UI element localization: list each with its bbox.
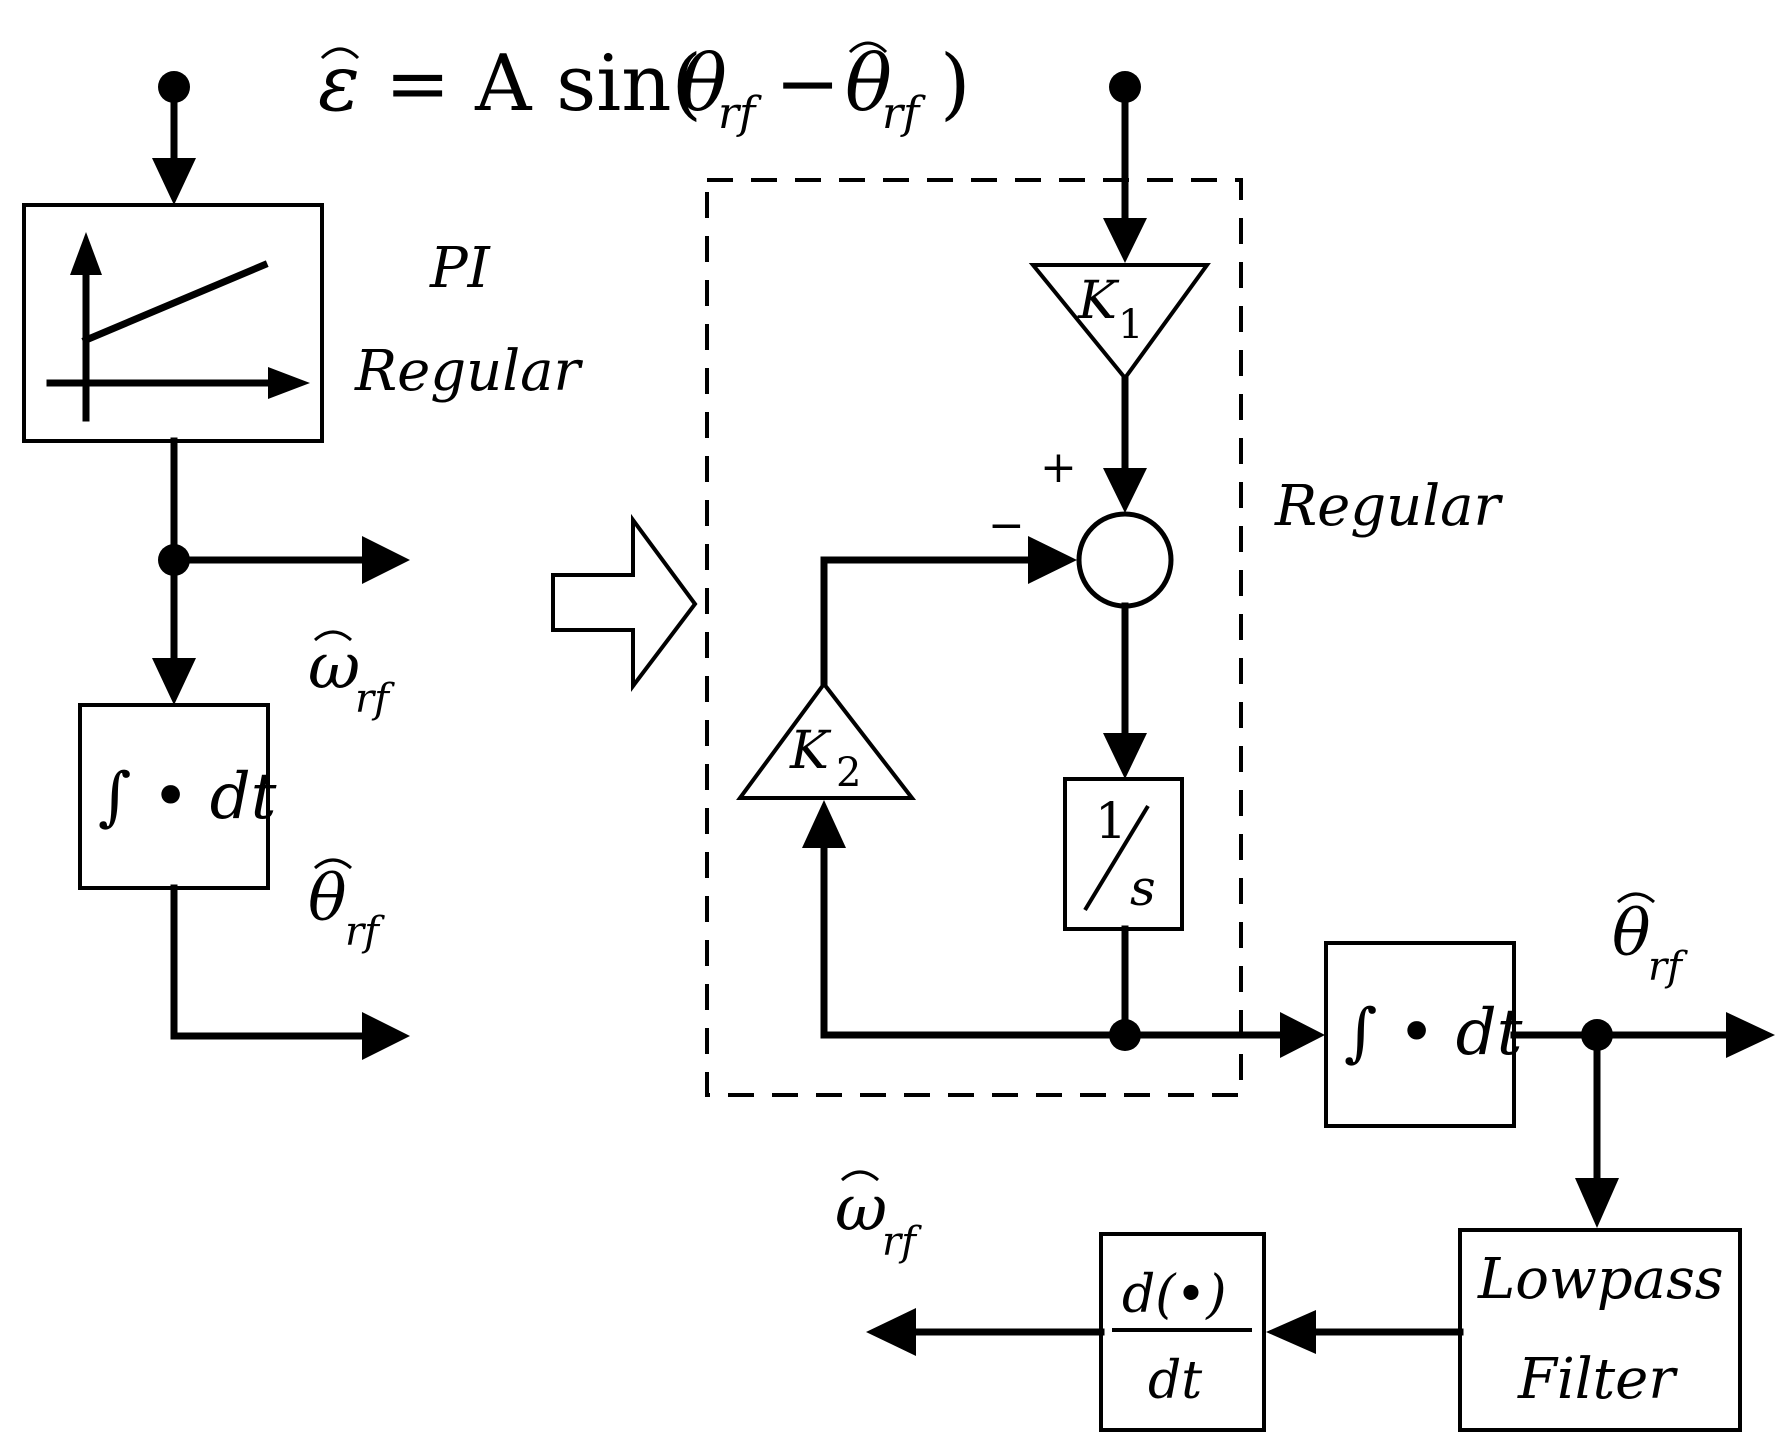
equation-close: ) — [940, 39, 970, 129]
equation-rest: = A sin( — [385, 39, 702, 129]
arrow-into-k2 — [802, 800, 846, 848]
arrow-into-summer-top — [1103, 468, 1147, 513]
left-omega-symbol: ω — [308, 630, 360, 704]
equation-theta-sub: rf — [718, 88, 762, 139]
right-theta-symbol: θ — [1612, 897, 1651, 971]
equation-theta-hat-sub: rf — [882, 88, 926, 139]
right-theta-hat-arc — [1617, 892, 1655, 904]
one-over-s-den: s — [1130, 859, 1156, 917]
right-omega-sub: rf — [882, 1219, 922, 1265]
right-integrator-block — [1324, 941, 1516, 1128]
derivative-num: d(•) — [1122, 1265, 1227, 1325]
arrow-into-pi — [152, 158, 196, 205]
arrow-into-summer-left — [1028, 536, 1077, 584]
one-over-s-slash — [1083, 804, 1150, 912]
summing-junction — [1076, 511, 1174, 609]
arrow-into-lowpass — [1575, 1178, 1619, 1228]
left-theta-hat-arc — [314, 858, 352, 870]
one-over-s-block — [1063, 777, 1184, 931]
right-omega-hat-arc — [841, 1170, 879, 1182]
right-regulator-structure: Regular K 1 + − 1 s K 2 ∫ • dt — [705, 71, 1775, 1432]
k2-sub: 2 — [836, 750, 861, 796]
omega-output-arrow — [362, 536, 410, 584]
regulator-dashed-box — [705, 178, 1243, 1097]
left-theta-symbol: θ — [308, 862, 347, 936]
k2-label: K — [789, 721, 832, 781]
left-theta-sub: rf — [345, 909, 385, 955]
equation-theta: θ — [680, 39, 727, 129]
lowpass-line1: Lowpass — [1477, 1247, 1724, 1312]
one-over-s-num: 1 — [1095, 792, 1127, 850]
k1-sub: 1 — [1118, 302, 1143, 348]
omega-final-output-arrow — [866, 1308, 916, 1356]
equation-minus: − — [775, 39, 840, 129]
left-omega-hat-arc — [314, 630, 352, 642]
left-integrator-label: ∫ • dt — [98, 760, 277, 834]
theta-output-arrow — [362, 1012, 410, 1060]
arrow-into-right-integrator — [1280, 1012, 1325, 1058]
right-omega-symbol: ω — [835, 1172, 887, 1246]
minus-sign: − — [988, 500, 1025, 551]
right-theta-sub: rf — [1648, 944, 1688, 990]
arrow-into-k1 — [1103, 218, 1147, 263]
arrow-into-derivative — [1266, 1310, 1316, 1354]
left-omega-sub: rf — [355, 676, 395, 722]
arrow-into-left-integrator — [152, 658, 196, 705]
theta-hat-arc — [848, 41, 888, 54]
arrow-into-integrator-s — [1103, 733, 1147, 779]
regular-label: Regular — [1274, 474, 1504, 539]
left-integrator-block — [78, 703, 270, 890]
epsilon-hat-arc — [320, 47, 360, 60]
pi-label-line1: PI — [429, 236, 492, 301]
equation: ε = A sin( θ rf − θ rf ) — [318, 39, 970, 139]
derivative-den: dt — [1148, 1351, 1202, 1411]
lowpass-filter-block — [1458, 1228, 1742, 1432]
equation-theta-hat: θ — [845, 39, 892, 129]
lowpass-line2: Filter — [1517, 1347, 1678, 1412]
pi-block — [22, 203, 324, 443]
transition-arrow — [551, 513, 698, 692]
pi-label-line2: Regular — [354, 339, 584, 404]
k1-label: K — [1077, 271, 1120, 331]
left-pi-structure: PI Regular ω rf ∫ • dt θ rf — [22, 71, 584, 1060]
k1-gain — [1028, 263, 1211, 382]
right-theta-output-arrow — [1726, 1012, 1775, 1058]
k2-gain — [736, 680, 917, 800]
plus-sign: + — [1040, 442, 1077, 493]
right-integrator-label: ∫ • dt — [1344, 996, 1523, 1070]
